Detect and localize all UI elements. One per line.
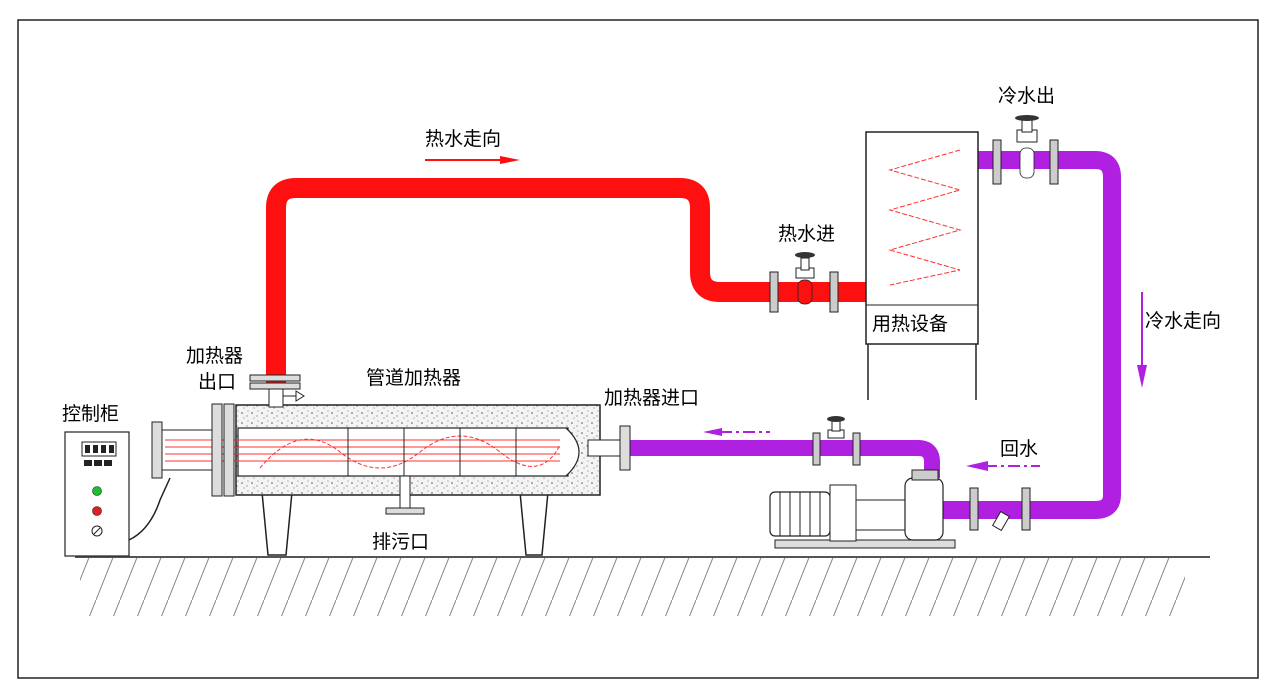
label-cold-flow: 冷水走向: [1145, 310, 1221, 332]
label-drain: 排污口: [372, 531, 429, 553]
label-hot-flow: 热水走向: [425, 128, 501, 150]
heater-supports: [261, 491, 549, 556]
heater-outlet: [249, 374, 305, 408]
return-valves: [969, 487, 1031, 532]
heat-equipment: [865, 131, 979, 400]
cold-out-valve: [992, 115, 1059, 185]
inlet-valve: [812, 416, 861, 466]
label-heat-equipment: 用热设备: [872, 313, 948, 335]
diagram-frame: [17, 19, 1259, 679]
hot-flow-arrow: [425, 156, 520, 164]
drain-outlet: [385, 475, 425, 515]
cold-water-pipe: [622, 151, 1121, 519]
control-cabinet: [64, 431, 171, 557]
label-return-water: 回水: [1000, 438, 1038, 460]
label-cold-out: 冷水出: [998, 85, 1055, 107]
label-heater-inlet: 加热器进口: [604, 387, 699, 409]
label-heater-outlet-2: 出口: [198, 371, 236, 393]
return-flow-arrow: [966, 461, 1040, 471]
cold-flow-arrow: [1137, 292, 1147, 388]
label-heater-outlet-1: 加热器: [186, 345, 243, 367]
label-control-cabinet: 控制柜: [62, 403, 119, 425]
hot-water-pipe: [266, 178, 866, 385]
power-indicator-green: [92, 486, 102, 496]
label-hot-in: 热水进: [778, 223, 835, 245]
hot-in-valve: [769, 252, 839, 313]
circulation-pump: [769, 469, 956, 549]
ground: [75, 556, 1210, 616]
label-pipe-heater: 管道加热器: [366, 367, 461, 389]
inlet-flow-arrow: [703, 428, 770, 436]
pipe-heater-body: [151, 403, 631, 497]
heating-indicator-red: [92, 506, 102, 516]
